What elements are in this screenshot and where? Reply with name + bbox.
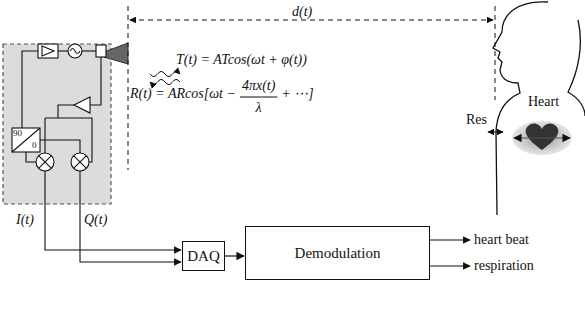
antenna [104,43,128,64]
reference-line [128,6,129,170]
equation: 4πx(t) [242,78,275,93]
connector-arrow [225,255,244,256]
node-text: Demodulation [295,245,381,262]
signal-name: I(t) [16,212,34,227]
phase-label: 0 [32,141,37,151]
node-text: DAQ [187,248,220,265]
radar-circuit [12,44,106,171]
wave-arrow [150,72,180,77]
radar-housing [3,44,111,204]
output-name: heart beat [474,232,529,247]
process-box: Demodulation [245,226,430,280]
output-arrow [430,239,470,240]
phase-label: 90 [13,129,22,139]
output-arrow [430,265,470,266]
equation: λ [256,100,262,115]
connectors [225,256,244,257]
heart-symbol [526,123,559,150]
signal-name: Q(t) [84,212,107,227]
fraction-bar [240,97,277,98]
heart-motion-arrow [514,137,570,138]
equation: + ⋯] [281,86,313,101]
equation: R(t) = ARcos[ωt − [130,86,236,101]
respiration-motion-arrow [488,132,503,133]
daq-box: DAQ [182,241,225,271]
wave-symbol [150,72,180,85]
output-name: respiration [474,258,534,273]
q-signal-wire [80,171,181,262]
part-name: Res [466,112,487,127]
signal-name: d(t) [292,4,312,19]
i-signal-wire [45,171,181,250]
person-outline [568,20,585,116]
equation: T(t) = ATcos(ωt + φ(t)) [176,52,307,67]
heart-motion [512,121,572,155]
distance-dimension [130,20,493,21]
fraction-bar [240,97,277,98]
wave-arrow [150,80,180,85]
part-name: Heart [528,94,559,109]
reference-line [495,6,496,100]
